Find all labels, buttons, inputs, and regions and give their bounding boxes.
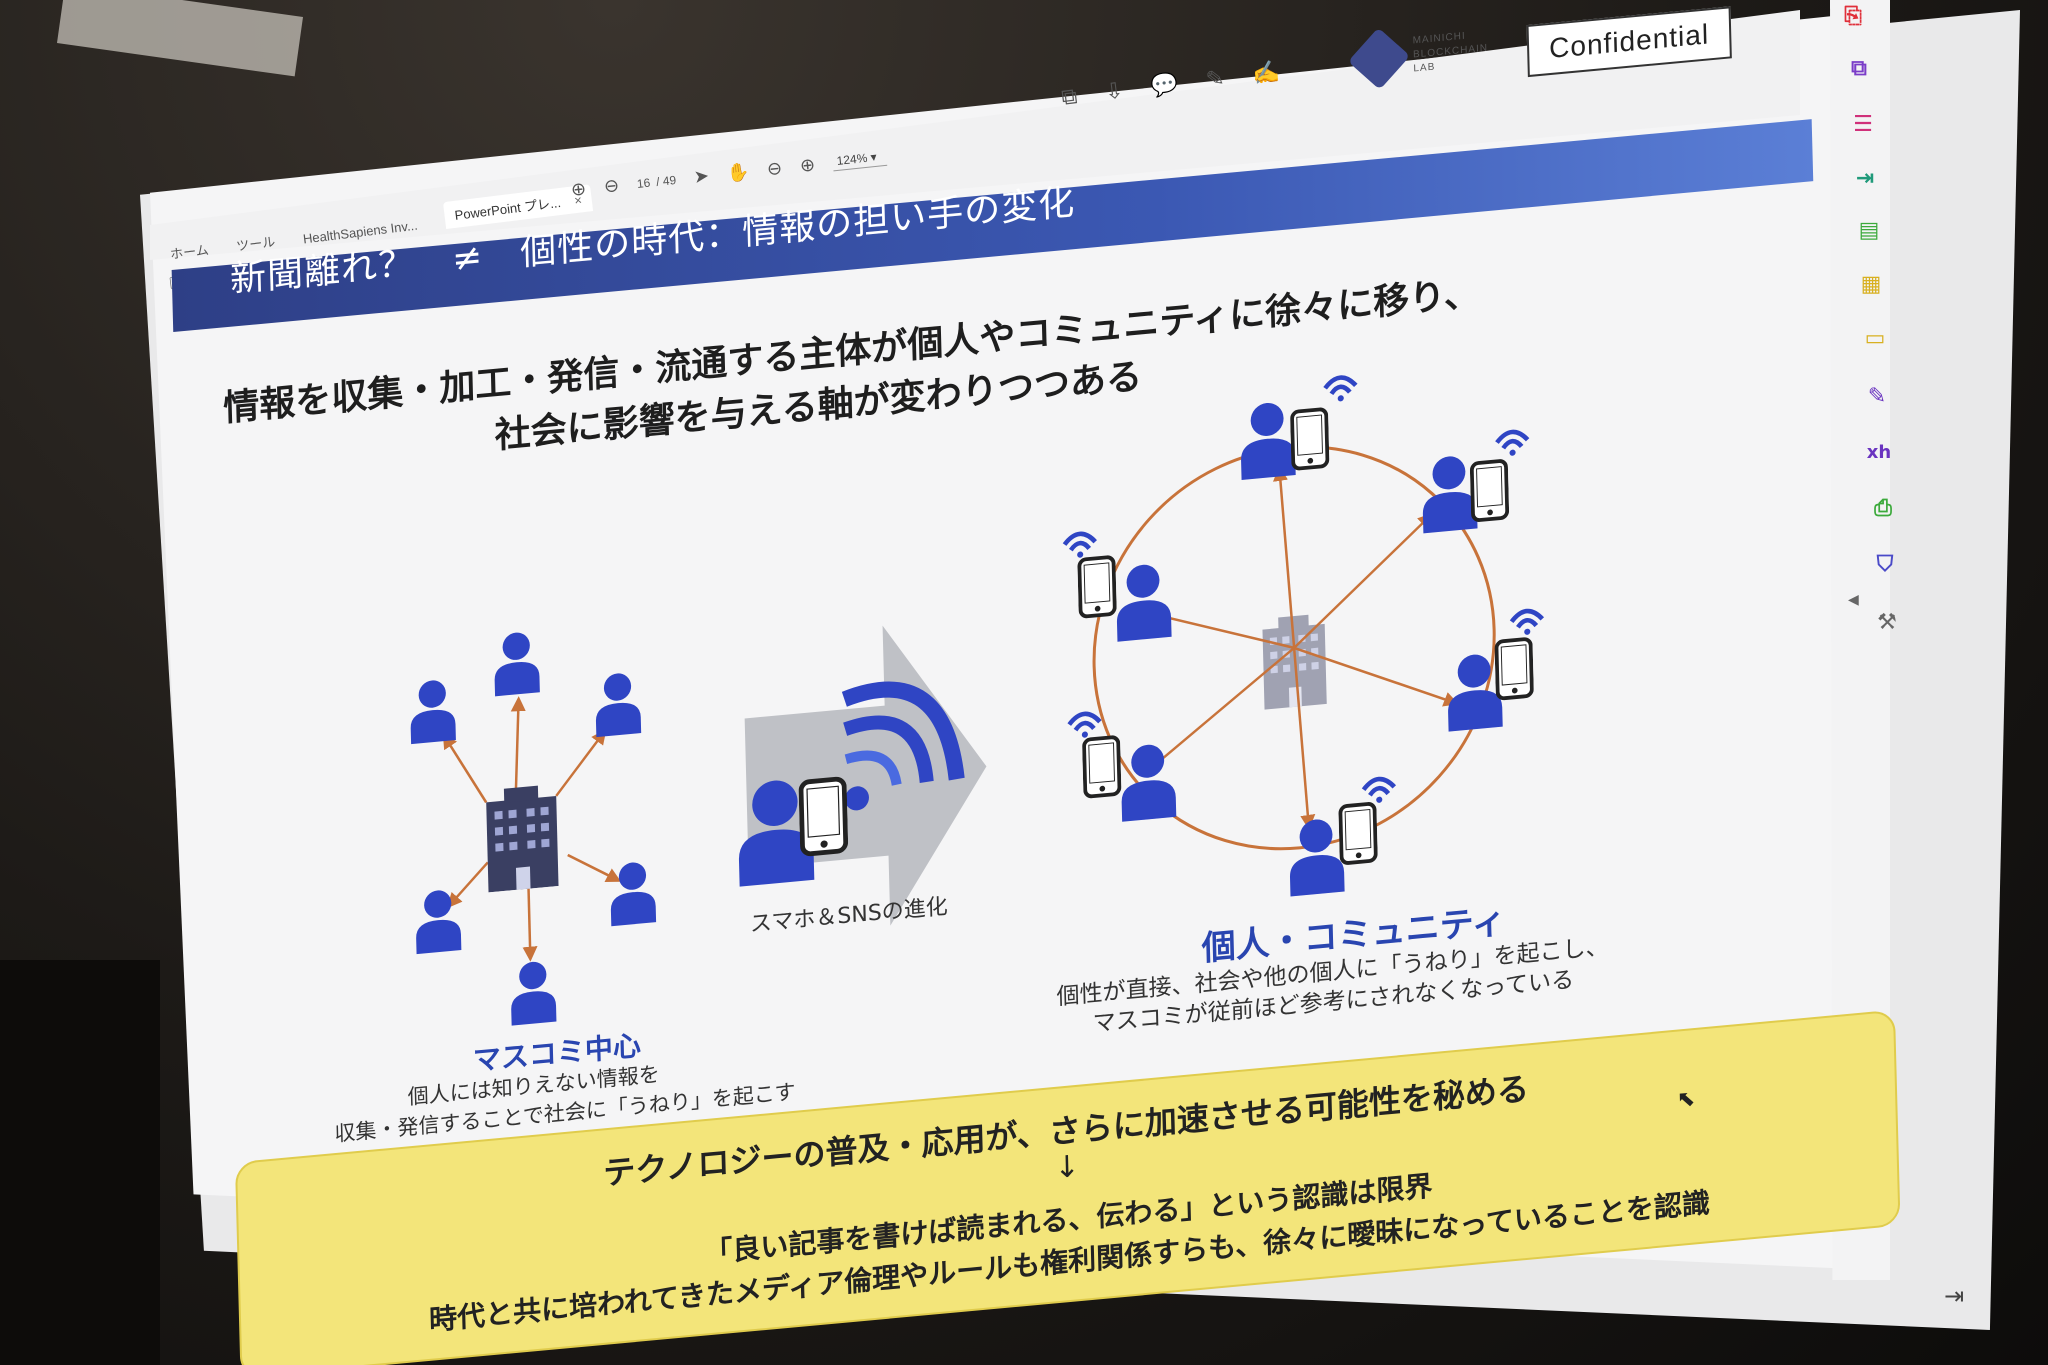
smartphone-icon xyxy=(1289,406,1330,471)
smartphone-icon xyxy=(1338,801,1378,866)
panel-collapse-icon[interactable]: ◀ xyxy=(1848,592,1859,608)
mass-media-diagram xyxy=(409,630,657,1026)
wifi-icon xyxy=(1325,376,1356,403)
edit-pdf-icon[interactable]: ▤ xyxy=(1858,218,1880,243)
room-floor xyxy=(0,960,160,1365)
wifi-icon xyxy=(1511,610,1542,637)
person-icon xyxy=(493,630,540,697)
building-icon xyxy=(485,783,559,893)
combine-files-icon[interactable]: ⧉ xyxy=(1851,56,1867,81)
person-icon xyxy=(609,860,657,927)
organize-pages-icon[interactable]: ☰ xyxy=(1853,112,1873,137)
fill-sign-icon[interactable]: ▦ xyxy=(1860,272,1882,297)
wifi-icon xyxy=(1069,713,1100,740)
fill-sign-tool-icon[interactable]: xh xyxy=(1866,442,1892,463)
wifi-icon xyxy=(1064,533,1095,560)
person-icon xyxy=(409,678,456,745)
smartphone-icon xyxy=(1469,458,1510,523)
export-pdf-icon[interactable]: ⇥ xyxy=(1855,166,1875,191)
panel-expand-icon[interactable]: ⇥ xyxy=(1944,1282,1965,1310)
person-icon xyxy=(1446,652,1503,732)
evolution-arrow xyxy=(736,625,987,926)
person-icon xyxy=(1239,400,1296,480)
slide-page: 新聞離れ？ ≠ 個性の時代：情報の担い手の変化 MAINICHI BLOCKCH… xyxy=(168,0,1901,1365)
wifi-icon xyxy=(1363,778,1394,805)
person-icon xyxy=(1288,817,1345,897)
smartphone-icon xyxy=(1494,636,1534,701)
mouse-pointer-icon: ⬉ xyxy=(1676,1086,1696,1113)
diagram-area xyxy=(409,0,1838,1026)
wifi-icon xyxy=(1497,431,1528,458)
send-for-signature-icon[interactable]: ✎ xyxy=(1867,384,1887,409)
person-icon xyxy=(594,671,642,738)
person-icon xyxy=(510,959,557,1026)
smartphone-icon xyxy=(1077,554,1117,619)
more-tools-icon[interactable]: ⚒ xyxy=(1877,610,1897,635)
smartphone-icon xyxy=(801,779,846,855)
protect-icon[interactable]: ⛉ xyxy=(1876,552,1894,577)
community-diagram xyxy=(1061,360,1549,897)
person-icon xyxy=(1115,562,1172,642)
print-production-icon[interactable]: ⎙ xyxy=(1874,496,1892,521)
smartphone-icon xyxy=(1081,734,1122,799)
create-pdf-icon[interactable]: ⎘ xyxy=(1844,4,1862,29)
comment-tool-icon[interactable]: ▭ xyxy=(1864,326,1886,351)
